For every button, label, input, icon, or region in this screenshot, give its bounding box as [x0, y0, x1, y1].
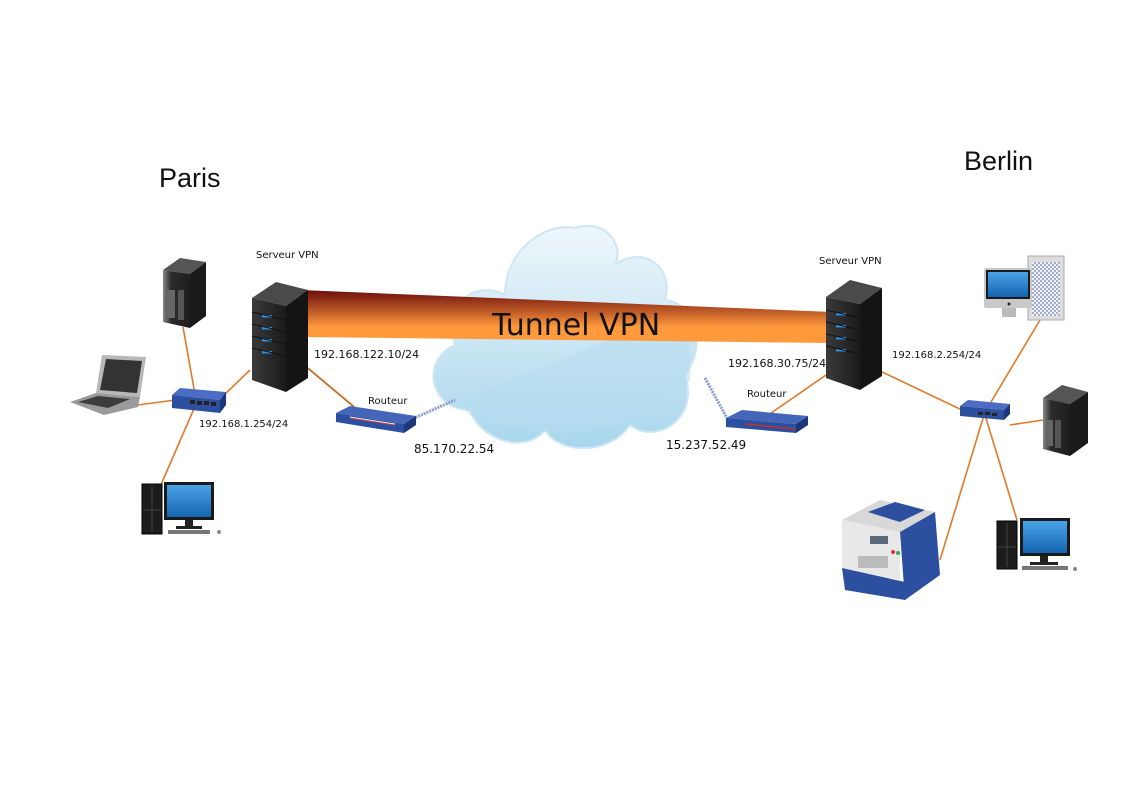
paris-switch-icon — [172, 388, 226, 413]
berlin-desktop-icon — [996, 518, 1077, 571]
paris-laptop-icon — [70, 355, 146, 415]
cable-berlin-switch-desktop — [984, 414, 1018, 521]
site-label-paris: Paris — [159, 163, 221, 193]
paris-vpn-server-label: Serveur VPN — [256, 250, 319, 261]
paris-vpn-server-ip: 192.168.122.10/24 — [314, 348, 420, 361]
cable-paris-tower-switch — [182, 326, 197, 401]
paris-router-public-ip: 85.170.22.54 — [414, 442, 495, 456]
berlin-switch-icon — [960, 400, 1010, 420]
paris-router-icon — [336, 406, 416, 433]
cable-paris-switch-vpnserver — [221, 369, 251, 398]
cable-berlin-mac-switch — [984, 319, 1041, 413]
berlin-vpn-server-label: Serveur VPN — [819, 256, 882, 267]
paris-vpn-server-icon — [251, 282, 308, 392]
berlin-imac-macpro-icon — [984, 255, 1065, 321]
paris-tower-server-icon — [163, 258, 206, 328]
cable-paris-laptop-switch — [137, 399, 176, 406]
berlin-vpn-server-wan-ip: 192.168.30.75/24 — [728, 357, 827, 370]
tunnel-label: Tunnel VPN — [492, 308, 661, 343]
serial-link-paris — [409, 398, 456, 422]
serial-link-berlin — [703, 377, 730, 421]
berlin-vpn-server-lan-ip: 192.168.2.254/24 — [892, 350, 982, 361]
berlin-tower-server-icon — [1043, 385, 1088, 456]
berlin-vpn-server-icon — [825, 280, 882, 390]
vpn-tunnel — [300, 290, 832, 343]
berlin-printer-icon — [842, 500, 940, 600]
cable-paris-desktop-switch — [159, 403, 197, 488]
berlin-router-label: Routeur — [747, 389, 787, 400]
berlin-router-icon — [726, 410, 808, 433]
site-label-berlin: Berlin — [964, 146, 1034, 176]
cable-berlin-switch-printer — [939, 414, 985, 561]
berlin-router-public-ip: 15.237.52.49 — [666, 438, 747, 452]
berlin-cables — [763, 319, 1044, 561]
paris-switch-ip: 192.168.1.254/24 — [199, 419, 289, 430]
paris-router-label: Routeur — [368, 396, 408, 407]
cable-berlin-router-vpnserver — [763, 374, 827, 419]
paris-desktop-icon — [141, 482, 221, 535]
cable-berlin-switch-tower — [1009, 419, 1044, 426]
cable-berlin-vpnserver-switch — [877, 369, 963, 411]
